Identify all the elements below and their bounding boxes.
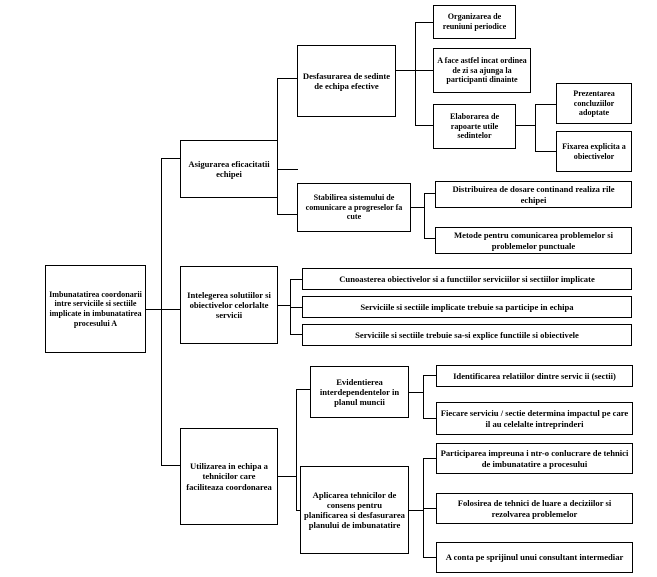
connector-to-l4-1 [535, 104, 556, 105]
node-l3-5[interactable]: Metode pentru comunicarea problemelor si… [435, 227, 632, 254]
node-l2-c1[interactable]: Evidentierea interdependentelor in planu… [310, 366, 409, 418]
node-l2-c1-label: Evidentierea interdependentelor in planu… [319, 376, 400, 408]
connector-l2-c2-out [409, 510, 424, 511]
node-l3-4-label: Distribuirea de dosare continand realiza… [452, 184, 615, 205]
connector-to-l3-2 [403, 70, 433, 71]
node-l4-2-label: Fixarea explicita a obiectivelor [562, 141, 626, 161]
node-l2-b1-label: Cunoasterea obiectivelor si a functiilor… [339, 273, 595, 284]
node-l3-8-label: Participarea impreuna i ntr-o conlucrare… [440, 448, 629, 469]
connector-to-l3-1 [415, 22, 433, 23]
connector-level1-trunk [161, 158, 162, 465]
node-l3-8[interactable]: Participarea impreuna i ntr-o conlucrare… [436, 443, 633, 474]
connector-l3-3-trunk [535, 104, 536, 152]
connector-to-l3-5 [424, 238, 435, 239]
node-l3-6[interactable]: Identificarea relatiilor dintre servic i… [436, 365, 633, 387]
connector-to-l3-3 [415, 125, 433, 126]
connector-to-l2-b2 [290, 307, 302, 308]
node-l2-a1-label: Desfasurarea de sedinte de echipa efecti… [302, 70, 391, 91]
node-l2-b3[interactable]: Serviciile si sectiile trebuie sa-si exp… [302, 324, 632, 346]
connector-to-l3-4 [424, 193, 435, 194]
node-l2-a2[interactable]: Stabilirea sistemului de comunicare a pr… [297, 183, 411, 232]
node-l2-b3-label: Serviciile si sectiile trebuie sa-si exp… [355, 329, 579, 340]
node-l4-1[interactable]: Prezentarea concluziilor adoptate [556, 83, 632, 124]
node-l2-b2-label: Serviciile si sectiile implicate trebuie… [360, 301, 574, 312]
node-l3-3[interactable]: Elaborarea de rapoarte utile sedintelor [433, 104, 516, 149]
node-l3-6-label: Identificarea relatiilor dintre servic i… [453, 370, 616, 381]
node-l3-10-label: A conta pe sprijinul unui consultant int… [445, 552, 624, 563]
node-l4-1-label: Prezentarea concluziilor adoptate [573, 89, 615, 118]
node-l2-b1[interactable]: Cunoasterea obiectivelor si a functiilor… [302, 268, 632, 290]
connector-to-l1-a [161, 158, 180, 159]
node-l1-c[interactable]: Utilizarea in echipa a tehnicilor care f… [180, 428, 278, 525]
node-l3-4[interactable]: Distribuirea de dosare continand realiza… [435, 181, 632, 208]
node-l2-a1[interactable]: Desfasurarea de sedinte de echipa efecti… [297, 45, 396, 117]
node-l2-c2[interactable]: Aplicarea tehnicilor de consens pentru p… [300, 466, 409, 554]
node-l3-1[interactable]: Organizarea de reuniuni periodice [433, 5, 516, 39]
connector-to-l2-a1 [277, 78, 297, 79]
connector-to-l3-6 [423, 375, 436, 376]
connector-l2-a2-trunk [424, 193, 425, 239]
node-l1-b[interactable]: Intelegerea solutiilor si obiectivelor c… [180, 266, 278, 344]
node-l3-7[interactable]: Fiecare serviciu / sectie determina impa… [436, 402, 633, 435]
connector-l2-c1-out [409, 392, 424, 393]
connector-to-l3-10 [423, 557, 436, 558]
node-l4-2[interactable]: Fixarea explicita a obiectivelor [556, 131, 632, 172]
node-l1-c-label: Utilizarea in echipa a tehnicilor care f… [186, 461, 272, 492]
node-l3-1-label: Organizarea de reuniuni periodice [442, 12, 507, 31]
node-l3-10[interactable]: A conta pe sprijinul unui consultant int… [436, 542, 633, 573]
node-l3-2-label: A face astfel incat ordinea de zi sa aju… [437, 56, 527, 85]
node-l2-c2-label: Aplicarea tehnicilor de consens pentru p… [304, 489, 405, 531]
node-l3-5-label: Metode pentru comunicarea problemelor si… [454, 230, 613, 251]
node-l3-3-label: Elaborarea de rapoarte utile sedintelor [449, 112, 500, 141]
connector-l2-a1-trunk [415, 22, 416, 126]
connector-to-l3-8 [423, 458, 436, 459]
connector-to-l4-2 [535, 151, 556, 152]
node-l1-a[interactable]: Asigurarea eficacitatii echipei [180, 140, 278, 198]
connector-root-out [145, 309, 162, 310]
node-l1-a-label: Asigurarea eficacitatii echipei [188, 158, 270, 179]
node-l2-a2-label: Stabilirea sistemului de comunicare a pr… [305, 193, 403, 222]
connector-to-l3-9 [423, 508, 436, 509]
connector-to-l2-b1 [290, 279, 302, 280]
node-root-label: Imbunatatirea coordonarii intre servicii… [49, 289, 142, 328]
connector-l1-a-out [277, 169, 298, 170]
connector-l2-c1-trunk [423, 375, 424, 419]
node-root[interactable]: Imbunatatirea coordonarii intre servicii… [45, 265, 146, 353]
connector-l1-c-out [277, 476, 297, 477]
connector-to-l1-c [161, 465, 180, 466]
node-l3-9-label: Folosirea de tehnici de luare a deciziil… [457, 498, 612, 519]
connector-to-l2-c1 [296, 389, 310, 390]
connector-l1-b-out [277, 305, 291, 306]
connector-l3-3-out [516, 125, 536, 126]
connector-to-l2-b3 [290, 334, 302, 335]
node-l3-9[interactable]: Folosirea de tehnici de luare a deciziil… [436, 493, 633, 524]
connector-to-l3-7 [423, 418, 436, 419]
connector-to-l1-b [161, 309, 180, 310]
node-l3-7-label: Fiecare serviciu / sectie determina impa… [440, 408, 629, 429]
connector-l1-c-trunk [296, 389, 297, 511]
connector-l2-a2-out [411, 207, 425, 208]
node-l3-2[interactable]: A face astfel incat ordinea de zi sa aju… [433, 48, 531, 93]
node-l2-b2[interactable]: Serviciile si sectiile implicate trebuie… [302, 296, 632, 318]
connector-to-l2-a2 [277, 214, 297, 215]
node-l1-b-label: Intelegerea solutiilor si obiectivelor c… [187, 289, 271, 321]
